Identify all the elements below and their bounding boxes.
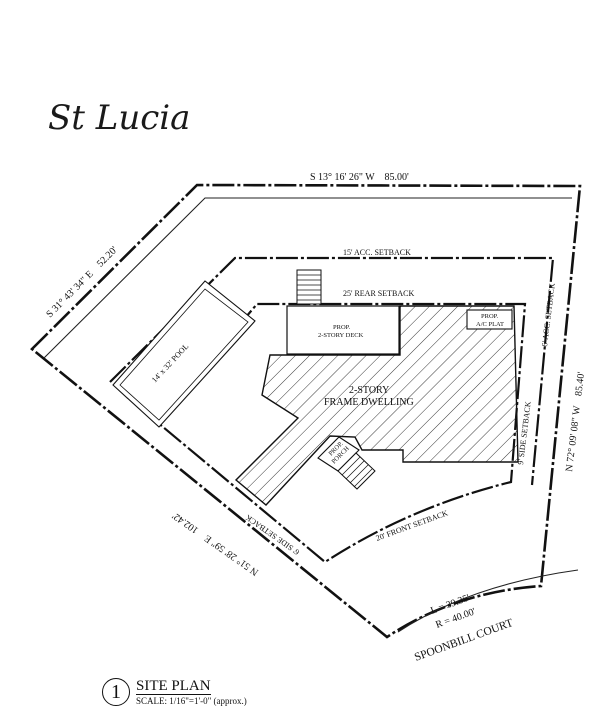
dwelling-footprint — [234, 305, 519, 506]
street-curve — [397, 569, 579, 633]
building-setback-line — [155, 302, 527, 564]
front-setback-label: 20' FRONT SETBACK — [375, 508, 450, 543]
bearing-west: S 31° 43' 34" E 52.20' — [44, 244, 120, 320]
property-boundary — [30, 183, 582, 639]
bearing-east: N 72° 09' 08" W 85.40' — [564, 371, 587, 472]
inner-boundary-offset — [43, 197, 572, 359]
bearing-north: S 13° 16' 26" W 85.00' — [310, 172, 409, 183]
ac-label-line1: PROP. — [481, 313, 499, 320]
dwelling-label-line2: FRAME DWELLING — [324, 397, 414, 408]
dwelling-label-line1: 2-STORY — [349, 385, 389, 396]
rear-stairs — [296, 269, 322, 305]
plan-title: St Lucia — [48, 98, 190, 138]
site-plan-title: SITE PLAN — [136, 678, 211, 695]
ac-plat — [466, 309, 513, 330]
deck — [286, 305, 400, 355]
acc-side-setback-label: 6' ACC. SETBACK — [540, 283, 557, 348]
street-name: SPOONBILL COURT — [413, 617, 515, 664]
deck-label-line1: PROP. — [333, 324, 351, 331]
pool — [112, 280, 256, 428]
acc-rear-setback-label: 15' ACC. SETBACK — [343, 248, 411, 257]
porch — [317, 436, 376, 490]
deck-label-line2: 2-STORY DECK — [318, 332, 364, 339]
rear-setback-label: 25' REAR SETBACK — [343, 289, 414, 298]
ac-label-line2: A/C PLAT — [476, 321, 504, 328]
site-plan-scale: SCALE: 1/16"=1'-0" (approx.) — [136, 696, 247, 706]
side-setback-right-label: 9' SIDE SETBACK — [516, 401, 533, 466]
plan-number-circle: 1 — [102, 678, 130, 706]
